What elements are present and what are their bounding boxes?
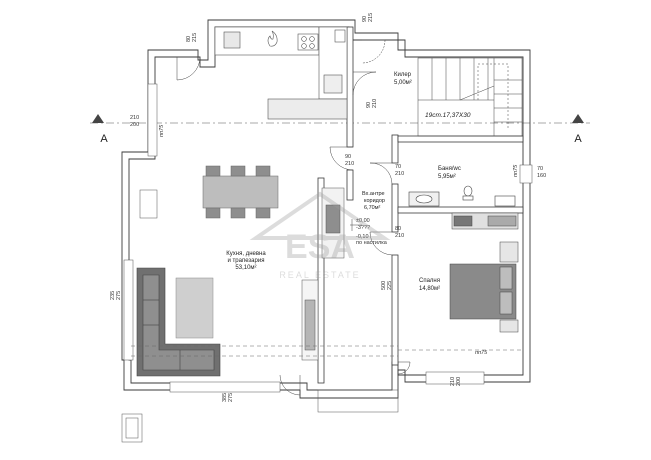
dim-d7-b: 210 xyxy=(395,171,404,177)
dim-d3-a: 90 xyxy=(366,102,372,108)
kitchen-area: 53,10м² xyxy=(235,265,256,271)
level-1: ±0,00 xyxy=(356,218,370,224)
storage-area: 5,00м² xyxy=(394,80,412,86)
dim-d4-a: 210 xyxy=(130,115,139,121)
kitchen-name-line1: Кухня, дневна xyxy=(226,251,266,257)
fireplace-icon xyxy=(267,30,278,47)
dim-d2-b: 215 xyxy=(368,13,374,22)
rug xyxy=(175,277,214,339)
dim-d8: пп75 xyxy=(513,164,519,177)
sofa xyxy=(136,267,221,377)
dim-d11-a: 500 xyxy=(381,281,387,290)
corridor-name-line1: Вх.антре xyxy=(362,191,385,197)
dim-d4-b: 200 xyxy=(130,122,139,128)
projection-lines xyxy=(131,345,523,357)
doors xyxy=(176,39,411,396)
watermark-sub: REAL ESTATE xyxy=(279,270,360,280)
dim-d1-a: 80 xyxy=(186,36,192,42)
kitchen-name-line2: и трапезария xyxy=(228,258,265,264)
dim-d13-a: 385 xyxy=(222,393,228,402)
corridor-name-line2: коридор xyxy=(364,198,385,204)
dim-d9-a: 70 xyxy=(537,166,543,172)
dim-d7-a: 70 xyxy=(395,164,401,170)
section-mark-left: А xyxy=(100,133,108,145)
section-mark-right: А xyxy=(574,133,582,145)
level-4: по настилка xyxy=(356,240,388,246)
dim-d12-b: 275 xyxy=(116,291,122,300)
stair-label: 19ст.17,37Х30 xyxy=(425,112,471,119)
corridor-area: 6,70м² xyxy=(364,205,380,211)
watermark-logo: ESA REAL ESTATE xyxy=(249,191,391,280)
dim-d1-b: 215 xyxy=(192,33,198,42)
dim-d11-b: 225 xyxy=(387,281,393,290)
section-line: А А xyxy=(90,114,590,145)
bathroom-fixtures xyxy=(408,185,516,207)
bathroom-area: 5,95м² xyxy=(438,174,456,180)
dim-d5: пп75 xyxy=(159,124,165,137)
dim-d10-b: 210 xyxy=(395,233,404,239)
storage-name: Килер xyxy=(394,72,412,78)
bathroom-name: Баня/wc xyxy=(438,166,461,172)
dimension-notes: 80 215 90 215 90 210 210 200 пп75 90 210… xyxy=(110,13,546,402)
dim-d15-a: 210 xyxy=(450,377,456,386)
corridor-cabinet xyxy=(301,187,345,361)
dim-d6-b: 210 xyxy=(345,161,354,167)
room-labels: Кухня, дневна и трапезария 53,10м² Килер… xyxy=(226,72,471,292)
watermark-main: ESA xyxy=(285,228,355,266)
level-3: -0,10 xyxy=(356,234,369,240)
dim-d13-b: 275 xyxy=(228,393,234,402)
windows xyxy=(123,83,533,393)
bedroom-area: 14,80м² xyxy=(419,286,440,292)
staircase xyxy=(417,57,523,137)
kitchen-counters xyxy=(214,26,348,120)
level-2: -3??? xyxy=(356,225,370,231)
dining-set xyxy=(202,165,279,219)
dim-d3-b: 210 xyxy=(372,99,378,108)
entrance-porch xyxy=(121,389,399,443)
bedroom-name: Спалня xyxy=(419,278,440,284)
dim-d15-b: 200 xyxy=(456,377,462,386)
dim-d14: пп75 xyxy=(475,350,488,356)
dim-d9-b: 160 xyxy=(537,173,546,179)
dim-d12-a: 235 xyxy=(110,291,116,300)
dim-d6-a: 90 xyxy=(345,154,351,160)
bedroom-furniture xyxy=(449,212,519,333)
level-marks: ±0,00 -3??? -0,10 по настилка xyxy=(350,218,388,246)
dim-d2-a: 90 xyxy=(362,16,368,22)
dim-d10-a: 80 xyxy=(395,226,401,232)
